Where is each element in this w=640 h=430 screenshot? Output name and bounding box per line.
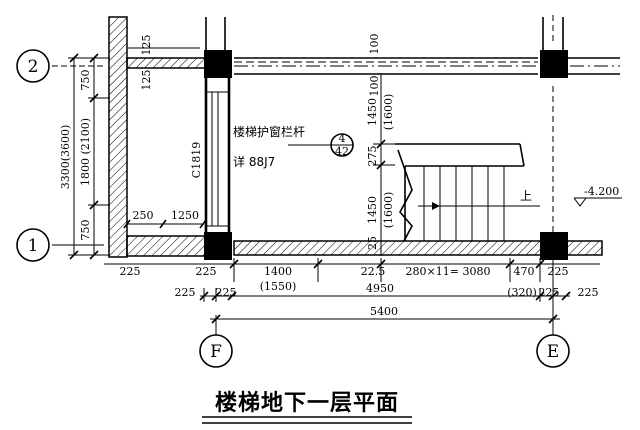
column-E2 bbox=[540, 50, 568, 78]
stair-up-label: 上 bbox=[520, 189, 532, 203]
dim-250: 250 bbox=[133, 209, 154, 222]
axis-label-1: 1 bbox=[28, 236, 39, 256]
axis-bubble-2: 2 bbox=[16, 49, 50, 83]
bottom-wall-left bbox=[126, 235, 207, 257]
top-dims: 125 125 100 100 bbox=[128, 34, 381, 97]
column-E1 bbox=[540, 232, 568, 260]
dim-320: (320) bbox=[507, 286, 537, 299]
level-mark: -4.200 bbox=[573, 185, 622, 207]
stair-dims: 1450 (1600) 275 1450 (1600) 25 bbox=[366, 74, 395, 256]
dim-bottom-750: 750 bbox=[79, 220, 92, 241]
left-dimension-chain: 3300(3600) 1800 (2100) 750 750 bbox=[59, 53, 110, 260]
dim-100-top: 100 bbox=[368, 34, 381, 55]
dim-top-750: 750 bbox=[79, 70, 92, 91]
dim-25: 25 bbox=[366, 236, 379, 250]
dim-125-second: 125 bbox=[140, 70, 153, 91]
axis-bubble-E: E bbox=[536, 334, 570, 368]
detail-ref: 详 88J7 bbox=[233, 154, 275, 169]
dim-1450-bottom: 1450 bbox=[366, 196, 379, 224]
axis-label-2: 2 bbox=[28, 57, 39, 77]
overall-dim: 5400 bbox=[210, 305, 560, 324]
dim-125-top: 125 bbox=[140, 35, 153, 56]
dim-225-b: 225 bbox=[548, 265, 569, 278]
dim-225-c: 225 bbox=[175, 286, 196, 299]
dim-1450-top: 1450 bbox=[366, 98, 379, 126]
bottom-wall-right bbox=[233, 240, 603, 256]
left-wall bbox=[108, 16, 128, 258]
bottom-dims-row1: 225 225 1400 (1550) 22.5 280×11= 3080 47… bbox=[104, 258, 600, 293]
detail-sheet: 42 bbox=[335, 145, 349, 158]
rail-label: 楼梯护窗栏杆 bbox=[233, 124, 305, 139]
dim-1600-bottom: (1600) bbox=[382, 192, 395, 229]
drawing-title: 楼梯地下一层平面 bbox=[202, 390, 412, 424]
dim-steps: 280×11= 3080 bbox=[406, 265, 491, 278]
level-value: -4.200 bbox=[584, 185, 619, 198]
column-F2 bbox=[204, 50, 232, 78]
dim-275: 275 bbox=[366, 146, 379, 167]
top-left-wall bbox=[126, 57, 207, 69]
stair-up-arrow bbox=[432, 202, 440, 210]
dim-1250: 1250 bbox=[171, 209, 199, 222]
column-F1 bbox=[204, 232, 232, 260]
bottom-dims-row2: 225 225 4950 (320) 225 225 bbox=[175, 282, 599, 302]
dim-4950: 4950 bbox=[366, 282, 394, 295]
axis-bubble-F: F bbox=[199, 334, 233, 368]
dim-225-d: 225 bbox=[216, 286, 237, 299]
stair-flight: 上 bbox=[395, 143, 540, 242]
interior-dims: 250 1250 bbox=[123, 209, 207, 229]
axis-label-F: F bbox=[210, 342, 222, 362]
window-wall: C1819 bbox=[190, 78, 231, 232]
dim-1550: (1550) bbox=[260, 280, 297, 293]
dim-22-5: 22.5 bbox=[361, 265, 386, 278]
dim-overall-height: 3300(3600) bbox=[59, 125, 72, 190]
window-code: C1819 bbox=[190, 142, 203, 178]
dim-225-e: 225 bbox=[539, 286, 560, 299]
walls bbox=[108, 16, 620, 258]
axis-label-E: E bbox=[547, 342, 559, 362]
dim-470: 470 bbox=[514, 265, 535, 278]
dim-5400: 5400 bbox=[370, 305, 398, 318]
dim-window-height: 1800 (2100) bbox=[79, 118, 92, 186]
dim-225-a: 225 bbox=[196, 265, 217, 278]
dim-225-f: 225 bbox=[578, 286, 599, 299]
dim-225-left: 225 bbox=[120, 265, 141, 278]
dim-1600-top: (1600) bbox=[382, 94, 395, 131]
dim-1400: 1400 bbox=[264, 265, 292, 278]
axis-bubble-1: 1 bbox=[16, 228, 50, 262]
railing-callout: 楼梯护窗栏杆 详 88J7 4 42 bbox=[233, 124, 354, 169]
detail-number: 4 bbox=[339, 132, 346, 145]
dim-100-second: 100 bbox=[368, 76, 381, 97]
columns bbox=[204, 50, 568, 260]
title-text: 楼梯地下一层平面 bbox=[215, 390, 399, 416]
